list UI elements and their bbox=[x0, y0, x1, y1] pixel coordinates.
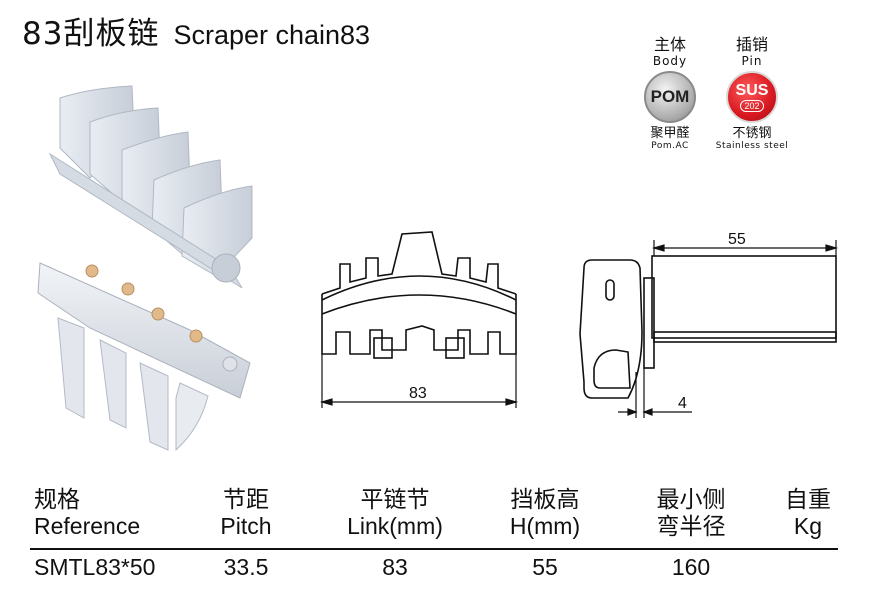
pom-badge: POM bbox=[644, 71, 696, 123]
header-reference-en: Reference bbox=[34, 513, 141, 539]
page-title: 83刮板链 Scraper chain83 bbox=[22, 8, 370, 53]
header-link-cn: 平链节 bbox=[360, 486, 430, 512]
material-body: 主体 Body POM 聚甲醛 Pom.AC bbox=[632, 36, 708, 152]
pin-material-en: Stainless steel bbox=[715, 141, 789, 151]
header-min-radius-en: 弯半径 bbox=[656, 513, 726, 539]
chain-photo bbox=[37, 85, 253, 452]
body-material-en: Pom.AC bbox=[651, 141, 689, 151]
pom-badge-text: POM bbox=[650, 87, 690, 106]
chain-body-view bbox=[37, 262, 251, 452]
dim-4: 4 bbox=[678, 395, 687, 412]
header-height-cn: 挡板高 bbox=[510, 486, 580, 512]
header-height: 挡板高 H(mm) bbox=[490, 486, 600, 540]
header-min-radius: 最小侧 弯半径 bbox=[636, 486, 746, 540]
front-arc-lower bbox=[321, 294, 517, 315]
side-body-outline bbox=[579, 259, 643, 399]
cell-height: 55 bbox=[532, 554, 558, 580]
table-divider bbox=[30, 548, 838, 550]
pin-label-cn: 插销 bbox=[735, 35, 768, 54]
title-en: Scraper chain83 bbox=[173, 20, 371, 50]
header-min-radius-cn: 最小侧 bbox=[656, 486, 726, 512]
front-outline-top bbox=[321, 231, 517, 295]
header-link: 平链节 Link(mm) bbox=[330, 486, 460, 540]
front-drawing: 83 bbox=[319, 231, 519, 408]
sus-badge-sub: 202 bbox=[740, 99, 764, 112]
front-outline-bottom bbox=[321, 294, 517, 355]
side-drawing: 55 4 bbox=[579, 231, 839, 418]
pin-material-cn: 不锈钢 bbox=[732, 126, 772, 141]
header-reference: 规格 Reference bbox=[34, 486, 174, 540]
material-pin: 插销 Pin SUS 202 不锈钢 Stainless steel bbox=[704, 36, 800, 152]
scraper-plate-side bbox=[651, 255, 837, 339]
header-reference-cn: 规格 bbox=[34, 486, 80, 512]
header-link-en: Link(mm) bbox=[347, 513, 443, 539]
dim-83: 83 bbox=[409, 385, 427, 402]
body-label-en: Body bbox=[652, 54, 688, 68]
body-label-cn: 主体 bbox=[653, 35, 686, 54]
sus-badge: SUS 202 bbox=[726, 71, 778, 123]
cell-reference: SMTL83*50 bbox=[34, 554, 156, 580]
front-arc bbox=[321, 275, 517, 301]
cell-link: 83 bbox=[382, 554, 408, 580]
cell-pitch: 33.5 bbox=[223, 554, 269, 580]
sus-badge-text: SUS bbox=[735, 81, 769, 99]
scraper-plates-view bbox=[48, 85, 253, 289]
pin-label-en: Pin bbox=[741, 54, 763, 68]
header-weight-en: Kg bbox=[793, 513, 823, 539]
header-pitch-en: Pitch bbox=[220, 513, 272, 539]
dim-55: 55 bbox=[728, 231, 746, 248]
title-cn: 83刮板链 bbox=[22, 16, 160, 52]
body-material-cn: 聚甲醛 bbox=[650, 126, 690, 141]
header-pitch: 节距 Pitch bbox=[196, 486, 296, 540]
cell-min-radius: 160 bbox=[671, 554, 711, 580]
header-height-en: H(mm) bbox=[509, 513, 581, 539]
header-pitch-cn: 节距 bbox=[223, 486, 269, 512]
header-weight-cn: 自重 bbox=[785, 486, 831, 512]
header-weight: 自重 Kg bbox=[768, 486, 848, 540]
